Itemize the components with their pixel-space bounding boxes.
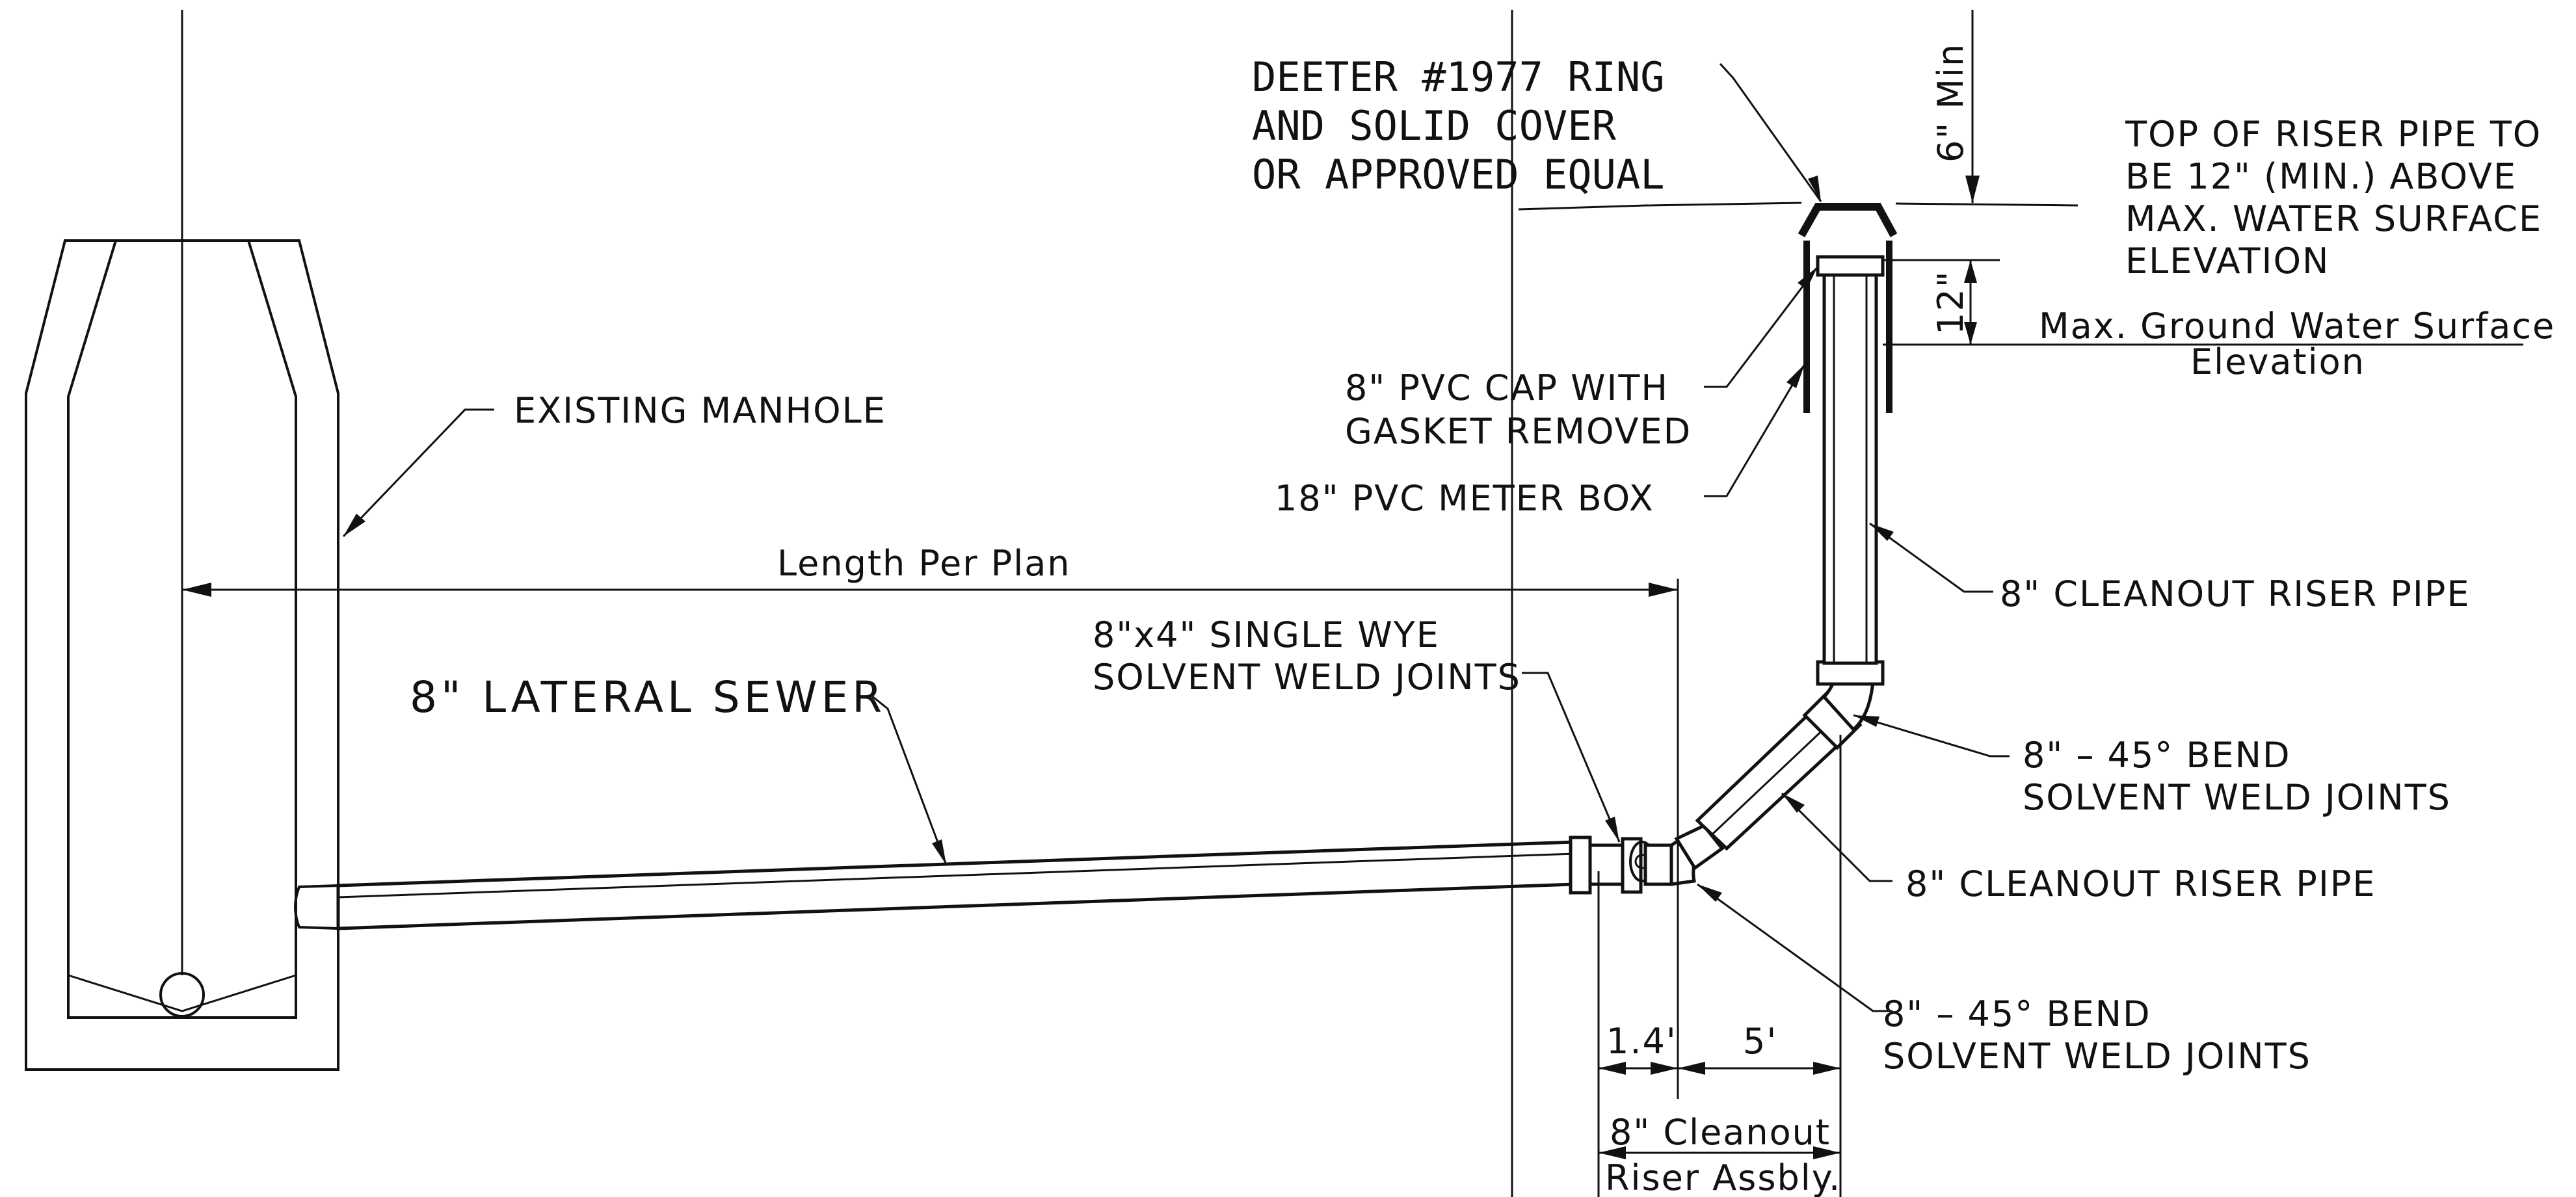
length-per-plan-label: Length Per Plan [777,543,1071,584]
bends-and-diagonal-riser [1669,660,1885,886]
deeter-cover-label-2: AND SOLID COVER [1252,102,1617,150]
top-riser-note-3: MAX. WATER SURFACE [2125,198,2542,239]
top-riser-note-1: TOP OF RISER PIPE TO [2125,114,2542,155]
single-wye-fitting [1569,835,1673,895]
meter-box [1798,203,1898,413]
max-ground-water-label-2: Elevation [2190,341,2365,382]
cleanout-assbly-label-1: 8" Cleanout [1610,1112,1831,1153]
wye-label-2: SOLVENT WELD JOINTS [1093,657,1521,698]
six-inch-min-label: 6" Min [1930,43,1971,163]
pvc-cap-label-1: 8" PVC CAP WITH [1345,367,1669,408]
existing-manhole-label: EXISTING MANHOLE [514,390,886,431]
lower-riser-pipe-label: 8" CLEANOUT RISER PIPE [1905,863,2376,904]
twelve-inch-label: 12" [1930,270,1971,335]
top-riser-note-4: ELEVATION [2125,241,2330,282]
dim-1-4-label: 1.4' [1606,1021,1677,1062]
meter-box-label: 18" PVC METER BOX [1275,478,1654,519]
manhole [25,10,339,1071]
upper-riser-pipe-label: 8" CLEANOUT RISER PIPE [2000,573,2470,614]
annotation-labels: DEETER #1977 RING AND SOLID COVER OR APP… [410,43,2555,1197]
grade-lines [1511,10,2523,1197]
upper-bend-label-2: SOLVENT WELD JOINTS [2023,777,2451,818]
deeter-cover-label-1: DEETER #1977 RING [1252,53,1665,101]
leader-lines [342,62,2010,1012]
wye-label-1: 8"x4" SINGLE WYE [1093,614,1440,655]
cleanout-riser-pipe [1816,255,1885,665]
dimension-lines [182,10,1980,1197]
dim-5-label: 5' [1743,1021,1777,1062]
lower-bend-label-1: 8" – 45° BEND [1883,993,2151,1034]
lateral-sewer-pipe [294,840,1576,930]
top-riser-note-2: BE 12" (MIN.) ABOVE [2125,156,2517,197]
pvc-cap-label-2: GASKET REMOVED [1345,411,1692,452]
deeter-cover-label-3: OR APPROVED EQUAL [1252,151,1665,198]
max-ground-water-label-1: Max. Ground Water Surface [2039,306,2555,347]
lateral-sewer-label: 8" LATERAL SEWER [410,672,886,722]
lower-bend-label-2: SOLVENT WELD JOINTS [1883,1036,2311,1077]
cleanout-assbly-label-2: Riser Assbly. [1605,1157,1841,1197]
upper-bend-label-1: 8" – 45° BEND [2023,735,2291,776]
